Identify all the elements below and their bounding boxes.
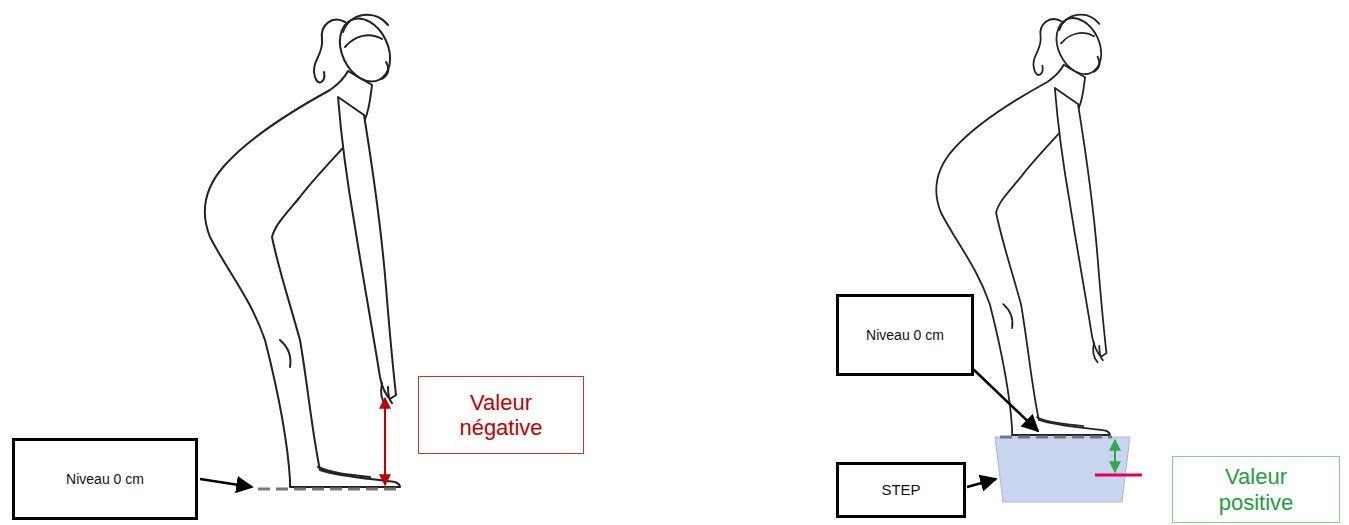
box-label: Niveau 0 cm: [66, 471, 144, 487]
box-label: STEP: [881, 481, 920, 498]
woman-figure: [205, 10, 400, 487]
leader-arrow: [200, 479, 252, 487]
zero-level-line: [1000, 436, 1112, 439]
leader-arrow: [972, 368, 1038, 431]
measure-arrow: [384, 398, 386, 485]
value-box: Valeur positive: [1172, 456, 1340, 523]
step-block: [995, 437, 1130, 502]
level-box: Niveau 0 cm: [12, 438, 198, 520]
level-box: Niveau 0 cm: [836, 294, 974, 376]
zero-level-line: [258, 488, 402, 491]
box-label: Valeur positive: [1196, 464, 1316, 515]
reach-mark: [1095, 474, 1142, 477]
value-box: Valeur négative: [418, 376, 584, 454]
leader-arrow: [967, 479, 996, 487]
measure-arrow: [1114, 440, 1116, 472]
box-label: Niveau 0 cm: [866, 327, 944, 343]
step-box: STEP: [836, 462, 966, 518]
box-label: Valeur négative: [441, 390, 561, 441]
